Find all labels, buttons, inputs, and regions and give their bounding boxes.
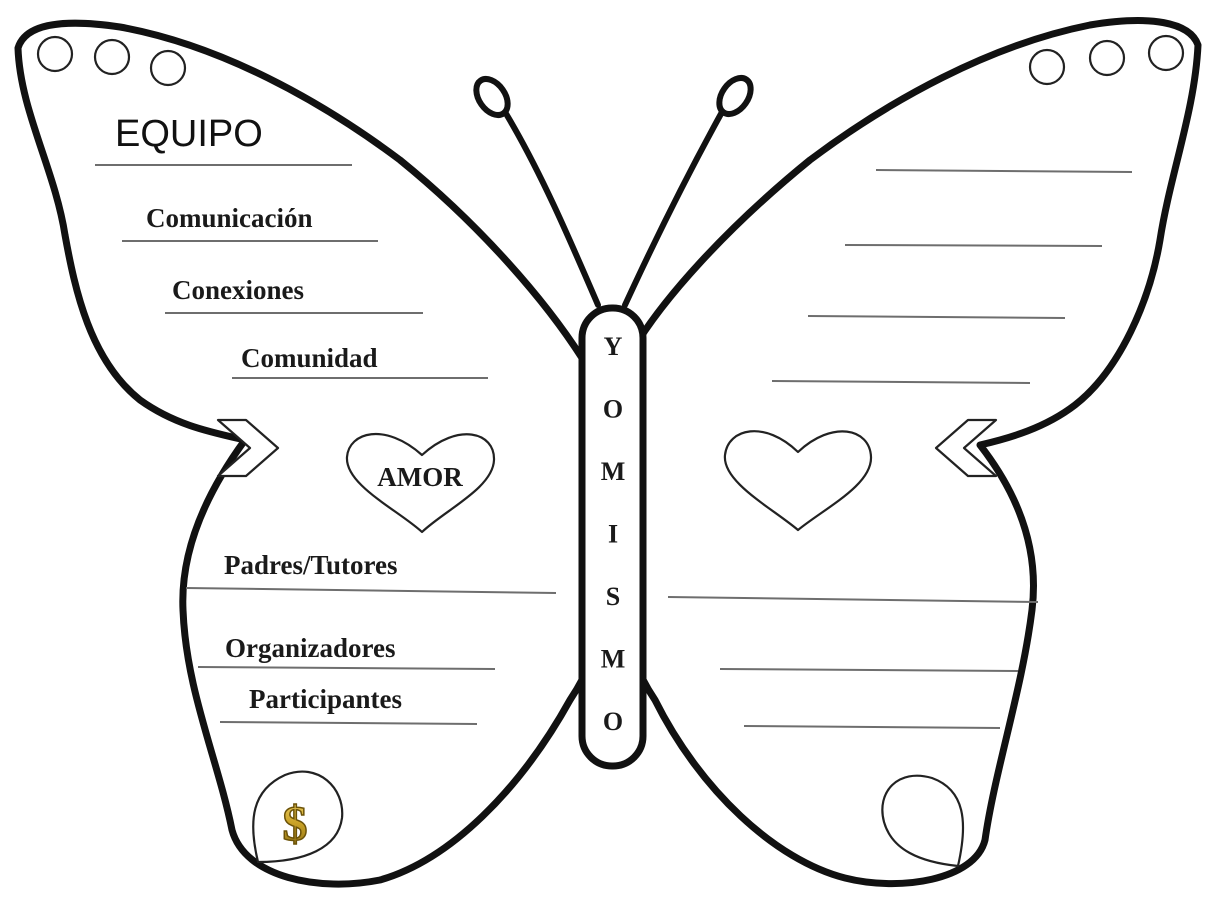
dot — [95, 40, 129, 74]
item-conexiones: Conexiones — [172, 275, 304, 305]
dot — [1149, 36, 1183, 70]
item-organizadores: Organizadores — [225, 633, 396, 663]
item-padres-tutores: Padres/Tutores — [224, 550, 398, 580]
body-letter: O — [603, 395, 623, 424]
item-participantes: Participantes — [249, 684, 402, 714]
heart-label: AMOR — [377, 462, 463, 492]
left-antenna-tip — [470, 73, 514, 121]
right-wing — [626, 21, 1198, 884]
dollar-icon: $ — [283, 795, 308, 851]
item-comunidad: Comunidad — [241, 343, 378, 373]
item-comunicacion: Comunicación — [146, 203, 313, 233]
left-wing — [18, 23, 603, 884]
dot — [1090, 41, 1124, 75]
body-letter: I — [608, 520, 618, 549]
body-letter: O — [603, 707, 623, 736]
body-letter: S — [606, 582, 620, 611]
body-letter: Y — [604, 332, 623, 361]
dot — [1030, 50, 1064, 84]
dot — [38, 37, 72, 71]
body-letter: M — [601, 645, 626, 674]
wing-title: EQUIPO — [115, 113, 263, 155]
answer-line — [845, 245, 1102, 246]
dot — [151, 51, 185, 85]
body-letter: M — [601, 457, 626, 486]
right-antenna-tip — [713, 72, 757, 120]
